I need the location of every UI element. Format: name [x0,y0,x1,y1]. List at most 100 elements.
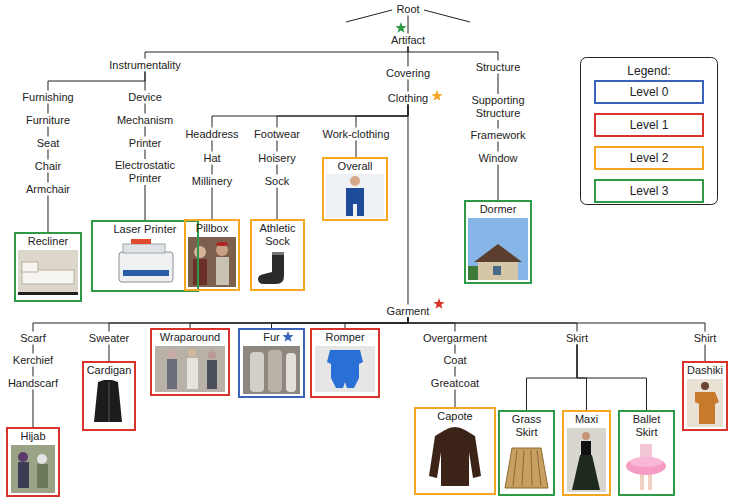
node-label: Device [128,91,162,104]
category-box: Athletic Sock [250,219,305,291]
legend-swatch: Level 0 [594,80,704,104]
node-label: Pillbox [188,222,236,235]
category-term: Mechanism [115,114,175,127]
category-term: Sweater [87,332,131,345]
level-star [282,331,293,342]
hijab-photo [18,462,29,488]
category-term: Kerchief [11,354,55,367]
tree-link [32,367,33,377]
node-label: Armchair [26,183,70,196]
grass-skirt-photo [522,450,524,486]
pillbox-photo [193,259,207,285]
category-term: Armchair [24,183,72,196]
ballet-skirt-photo [626,457,666,475]
printer-photo [131,239,151,244]
node-label: Hat [203,152,220,165]
legend: Legend:Level 0Level 1Level 2Level 3 [580,57,718,205]
category-term: Seat [35,137,62,150]
node-label: Millinery [192,175,232,188]
category-term: Device [126,91,164,104]
tree-link [108,345,109,362]
node-label: Capote [418,410,492,423]
node-label: Instrumentality [109,59,181,72]
tree-link [211,141,212,152]
tree-link [497,74,498,95]
tree-link [577,345,587,411]
node-label: Maxi [566,413,607,426]
cardigan-photo [109,382,110,422]
tree-link [145,127,146,137]
hijab-photo [11,445,55,493]
category-box: Recliner [14,232,82,302]
category-box: Dashiki [682,361,728,431]
recliner-photo [22,262,38,272]
tree-link [145,185,146,220]
pillbox-photo [188,237,236,287]
printer-photo [123,244,165,253]
hijab-photo [37,464,48,488]
maxi-photo [581,441,591,455]
node-label: Sweater [89,332,129,345]
legend-swatch: Level 1 [594,113,704,137]
tree-link [497,142,498,152]
node-label: Greatcoat [431,377,479,390]
node-label: Sock [265,175,289,188]
node-label: Kerchief [13,354,53,367]
fur-photo [268,350,282,392]
category-box: Hijab [6,427,60,497]
hijab-photo [37,454,47,464]
fur-photo [250,352,264,392]
wraparound-photo [167,359,177,389]
wraparound-photo [155,346,225,392]
grass-skirt-photo [505,448,548,488]
legend-heading: Legend: [580,64,718,78]
ballet-skirt-photo [640,444,652,458]
ballet-skirt-photo [630,457,662,467]
fur-photo [243,346,300,394]
category-term: Framework [468,129,527,142]
legend-text: Level 2 [630,151,669,165]
category-box: Maxi [562,410,611,496]
tree-link [455,390,456,408]
tree-link [47,196,48,233]
node-label: Work-clothing [322,128,389,141]
category-term: Printer [127,137,163,150]
dormer-photo [468,218,528,280]
tree-link [355,141,356,158]
tree-link [408,16,409,34]
dashiki-photo [701,382,709,390]
legend-text: Level 0 [630,85,669,99]
node-label: Covering [386,67,430,80]
node-label: Ballet Skirt [622,413,671,439]
category-box: Cardigan [82,361,136,431]
wraparound-photo [187,358,198,389]
tree-link [577,345,647,411]
legend-swatch: Level 2 [594,146,704,170]
tree-link [33,345,34,354]
category-term: Handscarf [6,377,60,390]
wraparound-photo [168,350,176,358]
romper-photo [315,346,375,392]
dormer-photo [468,218,528,280]
ballet-skirt-photo [640,474,644,490]
node-label: Romper [314,331,376,344]
dormer-photo [468,266,478,280]
dashiki-photo [687,379,723,427]
category-term: Chair [33,160,63,173]
overall-photo [350,176,360,186]
node-label: Overgarment [423,332,487,345]
legend-frame [581,58,718,205]
node-label: Supporting Structure [465,94,531,120]
node-label: Dashiki [686,364,724,377]
category-term: Work-clothing [320,128,391,141]
node-label: Laser Printer [95,223,195,236]
cardigan-photo [86,379,132,427]
category-term: Hat [201,152,222,165]
category-term: Garment [385,305,432,318]
maxi-photo [582,432,590,440]
recliner-photo [18,292,78,295]
node-label: Chair [35,160,61,173]
node-label: Headdress [185,128,238,141]
overall-photo [326,174,384,218]
